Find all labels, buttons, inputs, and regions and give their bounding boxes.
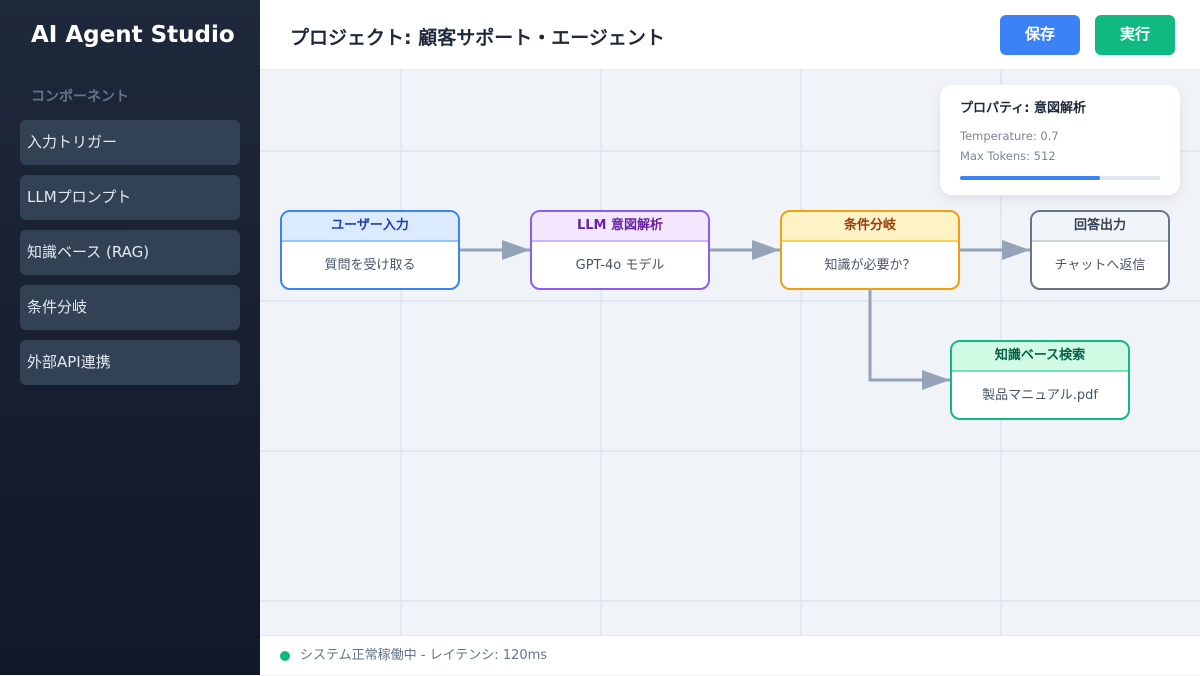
arrow-head xyxy=(752,240,780,260)
node-body: 質問を受け取る xyxy=(324,258,416,273)
components-section-label: コンポーネント xyxy=(31,89,129,105)
node-title: 回答出力 xyxy=(1032,212,1168,242)
component-external-api[interactable]: 外部API連携 xyxy=(20,340,240,385)
properties-panel: プロパティ: 意図解析 Temperature: 0.7 Max Tokens:… xyxy=(940,85,1180,195)
node-body: 知識が必要か？ xyxy=(824,258,916,273)
run-button[interactable]: 実行 xyxy=(1095,15,1175,55)
component-condition[interactable]: 条件分岐 xyxy=(20,285,240,330)
temperature-value: Temperature: 0.7 xyxy=(960,129,1059,143)
connections xyxy=(460,240,1030,390)
flow-canvas[interactable]: ユーザー入力 質問を受け取る LLM 意図解析 GPT-4o モデル 条件分岐 … xyxy=(260,70,1200,635)
save-button[interactable]: 保存 xyxy=(1000,15,1080,55)
properties-progress-bar xyxy=(960,176,1160,180)
node-knowledge-search[interactable]: 知識ベース検索 製品マニュアル.pdf xyxy=(950,340,1130,420)
node-title: LLM 意図解析 xyxy=(532,212,708,242)
node-body: 製品マニュアル.pdf xyxy=(982,388,1098,403)
node-body: GPT-4o モデル xyxy=(575,258,665,273)
node-body: チャットへ返信 xyxy=(1054,258,1146,273)
arrow-head xyxy=(1002,240,1030,260)
arrow-head xyxy=(922,370,950,390)
component-input-trigger[interactable]: 入力トリガー xyxy=(20,120,240,165)
properties-title: プロパティ: 意図解析 xyxy=(960,101,1086,116)
arrow-head xyxy=(502,240,530,260)
component-knowledge-base[interactable]: 知識ベース (RAG) xyxy=(20,230,240,275)
component-llm-prompt[interactable]: LLMプロンプト xyxy=(20,175,240,220)
status-bar: システム正常稼働中 - レイテンシ: 120ms xyxy=(260,635,1200,675)
node-condition[interactable]: 条件分岐 知識が必要か？ xyxy=(780,210,960,290)
max-tokens-value: Max Tokens: 512 xyxy=(960,149,1056,163)
project-title: プロジェクト: 顧客サポート・エージェント xyxy=(290,27,665,49)
node-title: 条件分岐 xyxy=(782,212,958,242)
node-title: ユーザー入力 xyxy=(282,212,458,242)
node-user-input[interactable]: ユーザー入力 質問を受け取る xyxy=(280,210,460,290)
node-llm-intent[interactable]: LLM 意図解析 GPT-4o モデル xyxy=(530,210,710,290)
header: プロジェクト: 顧客サポート・エージェント 保存 実行 xyxy=(260,0,1200,70)
node-answer-output[interactable]: 回答出力 チャットへ返信 xyxy=(1030,210,1170,290)
sidebar: AI Agent Studio コンポーネント 入力トリガー LLMプロンプト … xyxy=(0,0,260,675)
app-brand: AI Agent Studio xyxy=(31,22,235,48)
progress-fill xyxy=(960,176,1100,180)
status-text: システム正常稼働中 - レイテンシ: 120ms xyxy=(300,648,548,663)
status-ok-icon xyxy=(280,651,290,661)
node-title: 知識ベース検索 xyxy=(952,342,1128,372)
